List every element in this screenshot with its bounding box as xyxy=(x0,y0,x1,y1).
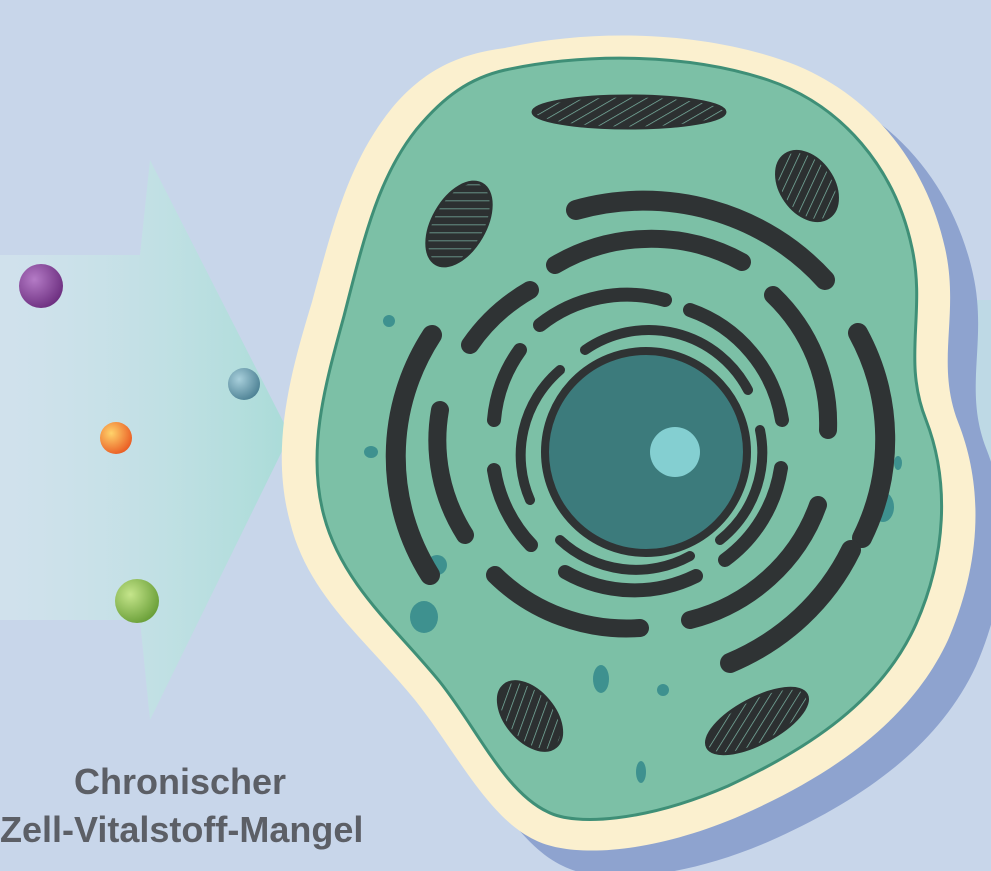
nutrient-sphere-green xyxy=(115,579,159,623)
nutrient-arrow-shape xyxy=(0,160,290,720)
nutrient-sphere-orange xyxy=(100,422,132,454)
nutrient-sphere-blue xyxy=(228,368,260,400)
caption-line-2: Zell-Vitalstoff-Mangel xyxy=(0,806,360,854)
caption-line-1: Chronischer xyxy=(0,758,360,806)
mitochondrion-top xyxy=(533,96,725,128)
nutrient-sphere-purple xyxy=(19,264,63,308)
nucleus xyxy=(545,351,747,553)
caption: Chronischer Zell-Vitalstoff-Mangel xyxy=(0,758,360,854)
nucleolus xyxy=(650,427,700,477)
